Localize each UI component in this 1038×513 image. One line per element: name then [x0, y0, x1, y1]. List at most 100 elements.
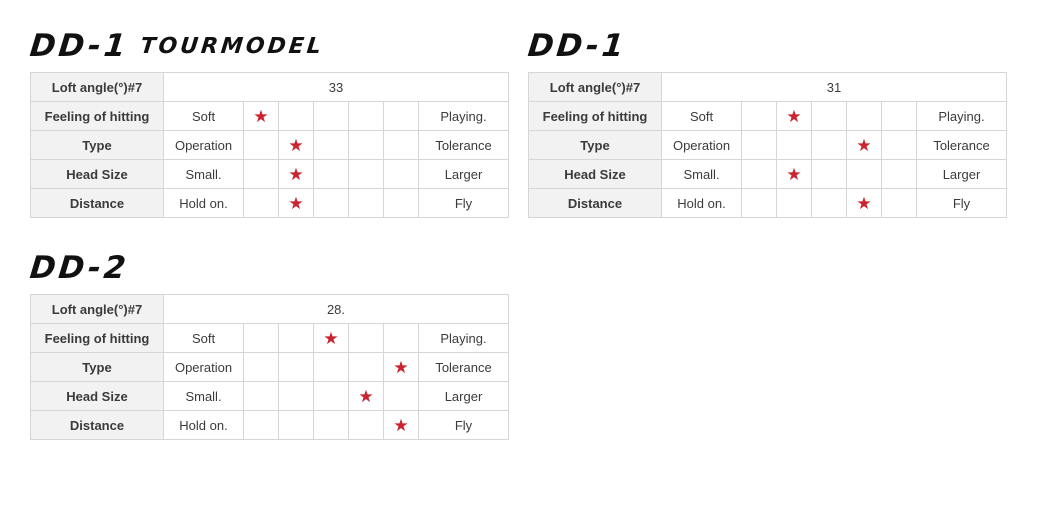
star-icon: ★ [776, 101, 812, 131]
product-panel-dd2: DD-2 Loft angle(°)#7 28. Feeling of hitt… [27, 242, 511, 440]
rating-cell [348, 130, 384, 160]
rating-cell [243, 130, 279, 160]
row-label: Feeling of hitting [30, 323, 164, 353]
scale-right-label: Playing. [418, 101, 509, 131]
scale-left-label: Soft [661, 101, 742, 131]
spec-table: Loft angle(°)#7 31 Feeling of hitting So… [528, 72, 1007, 218]
product-title-main: DD-2 [28, 250, 131, 286]
rating-cell [776, 188, 812, 218]
scale-right-label: Tolerance [418, 352, 509, 382]
row-label: Head Size [30, 159, 164, 189]
rating-cell [348, 410, 384, 440]
rating-cell [278, 101, 314, 131]
rating-cell [243, 381, 279, 411]
row-label: Loft angle(°)#7 [30, 72, 164, 102]
table-row-type: Type Operation ★ Tolerance [30, 130, 509, 160]
loft-value: 28. [163, 294, 509, 324]
table-row-head-size: Head Size Small. ★ Larger [30, 381, 509, 411]
star-icon: ★ [846, 130, 882, 160]
product-title: DD-1 TOURMODEL [27, 20, 511, 72]
rating-cell [313, 101, 349, 131]
rating-cell [243, 323, 279, 353]
rating-cell [383, 101, 419, 131]
table-row-loft: Loft angle(°)#7 28. [30, 294, 509, 324]
row-label: Loft angle(°)#7 [528, 72, 662, 102]
rating-cell [313, 352, 349, 382]
rating-cell [348, 188, 384, 218]
row-label: Distance [30, 188, 164, 218]
scale-right-label: Fly [418, 410, 509, 440]
table-row-distance: Distance Hold on. ★ Fly [30, 188, 509, 218]
rating-cell [313, 381, 349, 411]
table-row-type: Type Operation ★ Tolerance [528, 130, 1007, 160]
row-label: Type [30, 130, 164, 160]
scale-left-label: Small. [661, 159, 742, 189]
table-row-loft: Loft angle(°)#7 33 [30, 72, 509, 102]
scale-right-label: Larger [418, 381, 509, 411]
row-label: Feeling of hitting [30, 101, 164, 131]
rating-cell [278, 410, 314, 440]
rating-cell [881, 188, 917, 218]
rating-cell [811, 159, 847, 189]
row-label: Feeling of hitting [528, 101, 662, 131]
rating-cell [243, 352, 279, 382]
scale-right-label: Fly [418, 188, 509, 218]
rating-cell [741, 130, 777, 160]
rating-cell [348, 323, 384, 353]
rating-cell [811, 130, 847, 160]
scale-left-label: Small. [163, 381, 244, 411]
scale-right-label: Larger [418, 159, 509, 189]
table-row-type: Type Operation ★ Tolerance [30, 352, 509, 382]
rating-cell [383, 159, 419, 189]
row-label: Distance [30, 410, 164, 440]
rating-cell [776, 130, 812, 160]
product-title: DD-1 [525, 20, 1009, 72]
row-label: Distance [528, 188, 662, 218]
star-icon: ★ [278, 130, 314, 160]
scale-right-label: Tolerance [418, 130, 509, 160]
row-label: Type [30, 352, 164, 382]
scale-left-label: Soft [163, 101, 244, 131]
loft-value: 33 [163, 72, 509, 102]
star-icon: ★ [846, 188, 882, 218]
rating-cell [811, 101, 847, 131]
rating-cell [881, 130, 917, 160]
rating-cell [383, 381, 419, 411]
scale-left-label: Small. [163, 159, 244, 189]
scale-right-label: Fly [916, 188, 1007, 218]
scale-left-label: Hold on. [661, 188, 742, 218]
rating-cell [278, 323, 314, 353]
scale-right-label: Tolerance [916, 130, 1007, 160]
table-row-distance: Distance Hold on. ★ Fly [528, 188, 1007, 218]
star-icon: ★ [383, 352, 419, 382]
spec-table: Loft angle(°)#7 28. Feeling of hitting S… [30, 294, 509, 440]
loft-value: 31 [661, 72, 1007, 102]
table-row-feeling: Feeling of hitting Soft ★ Playing. [528, 101, 1007, 131]
rating-cell [348, 159, 384, 189]
row-label: Head Size [30, 381, 164, 411]
table-row-feeling: Feeling of hitting Soft ★ Playing. [30, 101, 509, 131]
rating-cell [881, 101, 917, 131]
star-icon: ★ [313, 323, 349, 353]
rating-cell [348, 101, 384, 131]
product-panel-dd1-tourmodel: DD-1 TOURMODEL Loft angle(°)#7 33 Feelin… [27, 20, 511, 218]
rating-cell [741, 188, 777, 218]
rating-cell [741, 159, 777, 189]
rating-cell [313, 130, 349, 160]
product-title: DD-2 [27, 242, 511, 294]
rating-cell [278, 352, 314, 382]
star-icon: ★ [243, 101, 279, 131]
table-row-loft: Loft angle(°)#7 31 [528, 72, 1007, 102]
scale-right-label: Playing. [418, 323, 509, 353]
scale-left-label: Operation [163, 130, 244, 160]
table-row-distance: Distance Hold on. ★ Fly [30, 410, 509, 440]
star-icon: ★ [776, 159, 812, 189]
scale-left-label: Soft [163, 323, 244, 353]
star-icon: ★ [383, 410, 419, 440]
rating-cell [313, 188, 349, 218]
scale-left-label: Hold on. [163, 410, 244, 440]
product-title-suffix: TOURMODEL [139, 33, 326, 59]
star-icon: ★ [278, 188, 314, 218]
rating-cell [278, 381, 314, 411]
